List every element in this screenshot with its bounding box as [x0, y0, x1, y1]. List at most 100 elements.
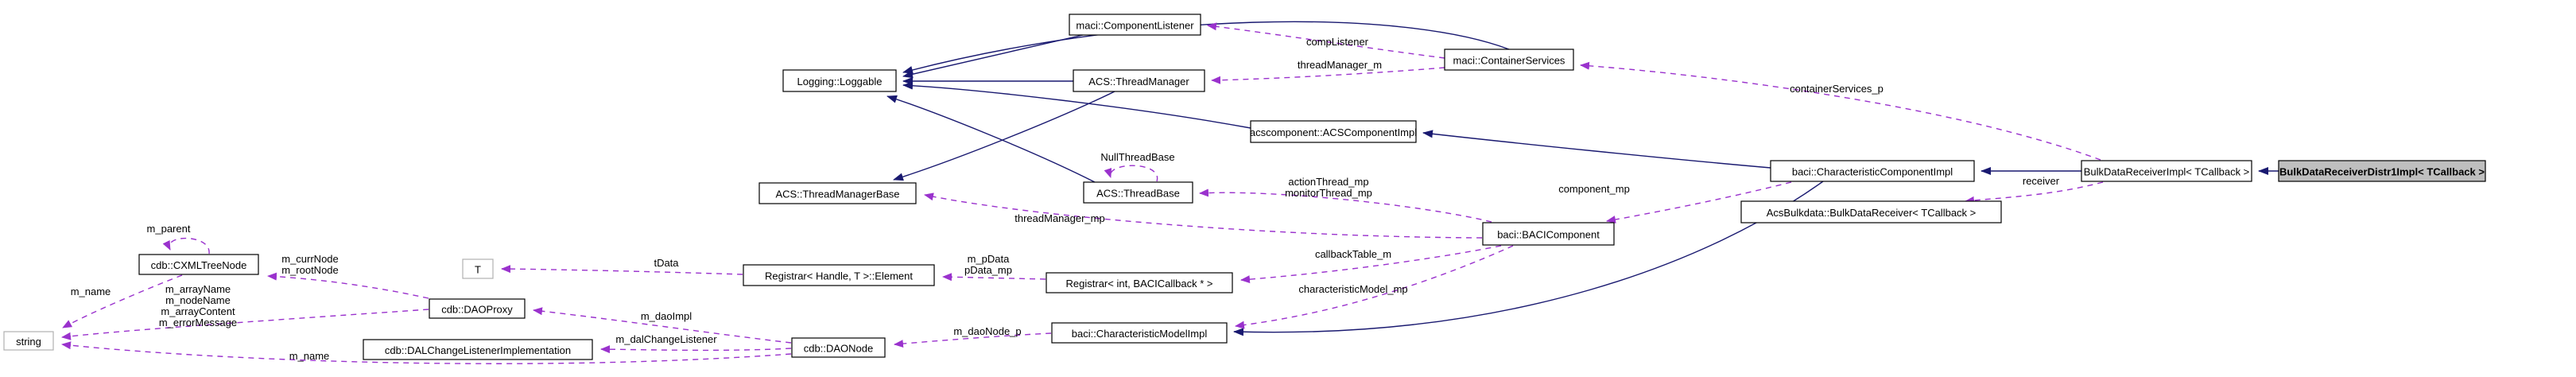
- node-cxml-tree-node[interactable]: cdb::CXMLTreeNode: [138, 254, 259, 275]
- edge-container-services-member: [1580, 61, 2101, 161]
- node-box-cxml-tree-node[interactable]: [138, 254, 259, 275]
- edge-thread-base-to-loggable: [886, 95, 1096, 183]
- node-thread-manager[interactable]: ACS::ThreadManager: [1073, 69, 1205, 92]
- node-box-registrar-int[interactable]: [1046, 272, 1233, 293]
- nodes-layer: maci::ComponentListenermaci::ContainerSe…: [3, 14, 2486, 360]
- node-label-registrar-element: Registrar< Handle, T >::Element: [765, 270, 913, 282]
- node-box-loggable[interactable]: [782, 69, 897, 92]
- node-box-dao-proxy[interactable]: [429, 298, 526, 319]
- edge-label: m_daoNode_p: [953, 325, 1021, 337]
- node-label-bulkdata-receiver-impl: BulkDataReceiverImpl< TCallback >: [2084, 166, 2250, 178]
- node-box-component-listener[interactable]: [1069, 14, 1201, 36]
- edge-dao-impl-member: [533, 307, 792, 344]
- edge-label: monitorThread_mp: [1285, 187, 1372, 199]
- node-acsbulkdata-receiver[interactable]: AcsBulkdata::BulkDataReceiver< TCallback…: [1740, 200, 2002, 223]
- edge-label: callbackTable_m: [1315, 248, 1391, 260]
- edge-dao-node-member: [894, 332, 1052, 348]
- edge-component-listener-to-loggable: [902, 34, 1084, 79]
- edge-acs-component-impl-to-loggable: [902, 81, 1251, 129]
- edge-label: m_name: [71, 286, 111, 297]
- edge-label: pData_mp: [964, 264, 1012, 276]
- node-label-cxml-tree-node: cdb::CXMLTreeNode: [151, 259, 247, 271]
- node-label-thread-manager: ACS::ThreadManager: [1088, 76, 1189, 87]
- edge-name-member-daonode: [61, 341, 792, 364]
- edge-thread-manager-member: [1211, 67, 1445, 84]
- edge-label: component_mp: [1558, 183, 1630, 195]
- edge-label: m_daoImpl: [641, 310, 692, 322]
- node-label-loggable: Logging::Loggable: [797, 76, 883, 87]
- edge-daoproxy-strings-member: [61, 309, 429, 340]
- node-box-thread-manager-base[interactable]: [758, 182, 917, 204]
- edge-thread-manager-to-tm-base: [893, 91, 1115, 181]
- edge-label: threadManager_mp: [1014, 212, 1104, 224]
- edge-action-monitor-thread-member: [1199, 188, 1492, 223]
- node-box-dal-change-listener[interactable]: [363, 339, 593, 360]
- node-box-acsbulkdata-receiver[interactable]: [1740, 200, 2002, 223]
- node-label-thread-manager-base: ACS::ThreadManagerBase: [775, 188, 899, 200]
- edge-tdata-member: [501, 265, 743, 275]
- node-component-listener[interactable]: maci::ComponentListener: [1069, 14, 1201, 36]
- node-char-model-impl[interactable]: baci::CharacteristicModelImpl: [1051, 322, 1228, 344]
- node-label-dao-proxy: cdb::DAOProxy: [441, 304, 513, 316]
- edge-label: NullThreadBase: [1100, 151, 1174, 163]
- edge-label: characteristicModel_mp: [1298, 283, 1407, 295]
- node-label-container-services: maci::ContainerServices: [1453, 55, 1565, 67]
- node-label-thread-base: ACS::ThreadBase: [1096, 188, 1180, 200]
- node-box-bulkdata-receiver-impl[interactable]: [2081, 160, 2252, 182]
- edge-container-services-to-loggable: [902, 21, 1510, 74]
- node-box-registrar-element[interactable]: [743, 264, 935, 286]
- node-label-char-model-impl: baci::CharacteristicModelImpl: [1072, 328, 1208, 340]
- node-string-node: string: [3, 331, 54, 351]
- edge-component-member: [1606, 181, 1792, 223]
- edge-dal-change-listener-member: [600, 345, 792, 354]
- edge-label: m_pData: [968, 253, 1011, 265]
- node-box-char-model-impl[interactable]: [1051, 322, 1228, 344]
- node-label-dal-change-listener: cdb::DALChangeListenerImplementation: [385, 344, 571, 356]
- node-box-thread-manager[interactable]: [1073, 69, 1205, 92]
- node-box-char-component-impl[interactable]: [1770, 160, 1975, 182]
- edge-label: m_arrayName: [165, 283, 231, 295]
- node-dao-proxy[interactable]: cdb::DAOProxy: [429, 298, 526, 319]
- node-box-thread-base[interactable]: [1083, 181, 1193, 204]
- node-box-t-param: [462, 258, 494, 279]
- edge-label: containerServices_p: [1790, 83, 1884, 95]
- edge-pdata-member: [942, 273, 1046, 282]
- node-acs-component-impl[interactable]: acscomponent::ACSComponentImpl: [1250, 120, 1417, 143]
- edge-name-member-tree: [62, 274, 183, 328]
- node-box-bulkdata-distr1-impl: [2278, 160, 2486, 182]
- node-dal-change-listener[interactable]: cdb::DALChangeListenerImplementation: [363, 339, 593, 360]
- node-bulkdata-distr1-impl: BulkDataReceiverDistr1Impl< TCallback >: [2278, 160, 2486, 182]
- edge-thread-manager-mp-member: [924, 192, 1483, 239]
- edge-label: m_nodeName: [165, 294, 231, 306]
- edge-null-thread-base-self-loop: [1104, 165, 1158, 182]
- node-loggable[interactable]: Logging::Loggable: [782, 69, 897, 92]
- edge-label: receiver: [2023, 175, 2060, 187]
- edge-label: threadManager_m: [1298, 59, 1382, 71]
- edge-labels-layer: compListenerthreadManager_mcontainerServ…: [71, 36, 2060, 362]
- node-char-component-impl[interactable]: baci::CharacteristicComponentImpl: [1770, 160, 1975, 182]
- node-dao-node[interactable]: cdb::DAONode: [791, 337, 886, 358]
- node-bulkdata-receiver-impl[interactable]: BulkDataReceiverImpl< TCallback >: [2081, 160, 2252, 182]
- node-box-acs-component-impl[interactable]: [1250, 120, 1417, 143]
- node-box-baci-component[interactable]: [1482, 222, 1615, 246]
- edge-label: m_currNode: [281, 253, 339, 265]
- node-box-container-services[interactable]: [1444, 49, 1574, 71]
- node-thread-manager-base[interactable]: ACS::ThreadManagerBase: [758, 182, 917, 204]
- edge-char-comp-to-acs-component: [1422, 130, 1771, 169]
- node-label-baci-component: baci::BACIComponent: [1497, 229, 1600, 241]
- edge-label: m_arrayContent: [161, 305, 235, 317]
- node-thread-base[interactable]: ACS::ThreadBase: [1083, 181, 1193, 204]
- node-label-char-component-impl: baci::CharacteristicComponentImpl: [1792, 166, 1953, 178]
- node-box-dao-node[interactable]: [791, 337, 886, 358]
- node-container-services[interactable]: maci::ContainerServices: [1444, 49, 1574, 71]
- node-baci-component[interactable]: baci::BACIComponent: [1482, 222, 1615, 246]
- node-label-component-listener: maci::ComponentListener: [1076, 20, 1194, 32]
- edges-layer: [61, 21, 2279, 364]
- edge-label: tData: [654, 257, 679, 269]
- edge-receiver-member: [1965, 181, 2104, 204]
- node-registrar-element[interactable]: Registrar< Handle, T >::Element: [743, 264, 935, 286]
- node-t-param: T: [462, 258, 494, 279]
- node-registrar-int[interactable]: Registrar< int, BACICallback * >: [1046, 272, 1233, 293]
